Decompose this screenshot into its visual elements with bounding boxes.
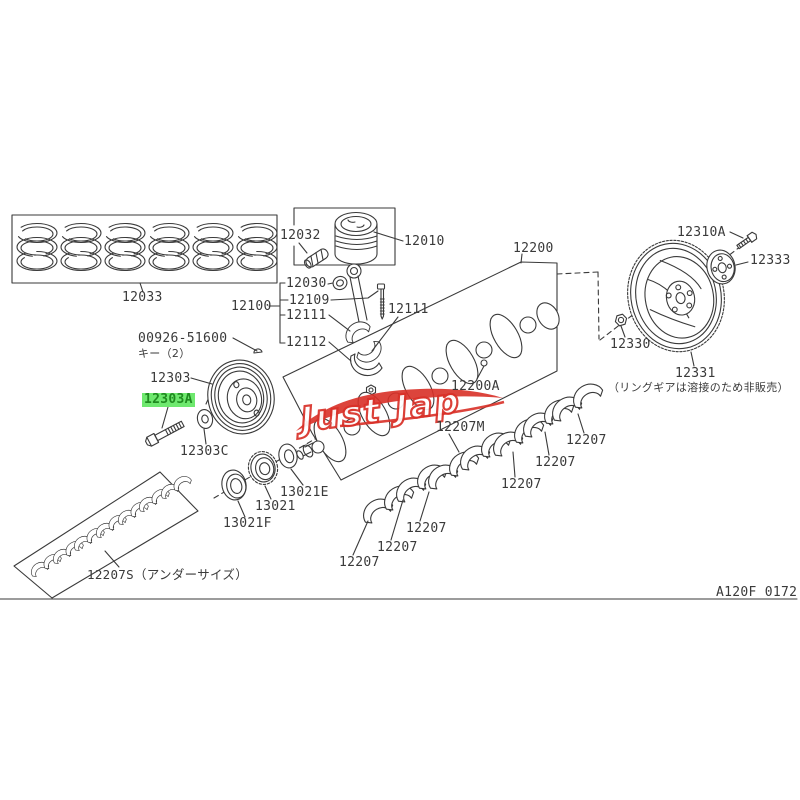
part-label-12207m: 12207M <box>436 420 485 435</box>
watermark-swoosh <box>296 388 505 431</box>
part-label-12200: 12200 <box>513 241 554 256</box>
front-gear-set <box>221 443 304 518</box>
rod-bearing-upper <box>340 316 373 346</box>
gear-washer <box>278 443 298 469</box>
part-label-13021: 13021 <box>255 499 296 514</box>
crankshaft <box>296 302 560 463</box>
plate-bolt <box>736 231 758 250</box>
part-label-12207-2: 12207 <box>535 455 576 470</box>
crank-pulley <box>145 337 275 447</box>
part-label-12111-left: 12111 <box>286 308 327 323</box>
part-label-12109: 12109 <box>289 293 330 308</box>
woodruff-key <box>253 348 263 354</box>
part-label-12207-6: 12207 <box>339 555 380 570</box>
collar <box>221 469 247 501</box>
part-label-12207-1: 12207 <box>566 433 607 448</box>
part-label-12033: 12033 <box>122 290 163 305</box>
piston-assembly <box>293 207 404 269</box>
pilot-bush <box>480 359 488 367</box>
part-label-12111-right: 12111 <box>388 302 429 317</box>
part-label-key-qty: キー（2） <box>138 347 191 360</box>
undersize-bearing-set <box>13 471 199 599</box>
part-label-12303: 12303 <box>150 371 191 386</box>
ring-gear-note: （リングギアは溶接のため非販売） <box>608 381 789 394</box>
part-label-12207-3: 12207 <box>501 477 542 492</box>
part-label-12207-5: 12207 <box>377 540 418 555</box>
pulley-washer <box>196 409 214 429</box>
crankshaft-box <box>282 253 558 481</box>
part-label-12330: 12330 <box>610 337 651 352</box>
part-label-12333: 12333 <box>750 253 791 268</box>
part-label-12310a: 12310A <box>677 225 726 240</box>
rod-cap <box>350 353 383 377</box>
main-bearing-leaders <box>352 413 585 556</box>
rod-bearing-lower <box>354 338 387 368</box>
part-label-12112: 12112 <box>286 335 327 350</box>
diagram-code: A120F 0172 <box>716 585 798 600</box>
piston-rings-box <box>11 214 278 293</box>
small-end-bushing <box>332 275 348 291</box>
rod-bolt <box>376 283 386 320</box>
part-label-12100: 12100 <box>231 299 272 314</box>
part-label-12207s-undersize: 12207S（アンダーサイズ） <box>87 567 249 582</box>
piston-pin <box>303 248 329 269</box>
part-label-12030: 12030 <box>286 276 327 291</box>
part-label-12331: 12331 <box>675 366 716 381</box>
part-label-12303c: 12303C <box>180 444 229 459</box>
part-label-13021f: 13021F <box>223 516 272 531</box>
flywheel <box>627 239 725 367</box>
drive-plate <box>706 249 736 285</box>
part-label-12010: 12010 <box>404 234 445 249</box>
part-label-12200a: 12200A <box>451 379 500 394</box>
pilot-nut <box>614 313 628 327</box>
pulley-bolt <box>145 420 185 447</box>
part-label-12207-4: 12207 <box>406 521 447 536</box>
drive-gear <box>247 451 279 485</box>
part-label-12032: 12032 <box>280 228 321 243</box>
part-label-12303a-highlighted: 12303A <box>142 392 195 407</box>
connecting-rod-assembly <box>268 263 399 396</box>
part-label-13021e: 13021E <box>280 485 329 500</box>
part-label-00926-51600: 00926-51600 <box>138 331 228 346</box>
